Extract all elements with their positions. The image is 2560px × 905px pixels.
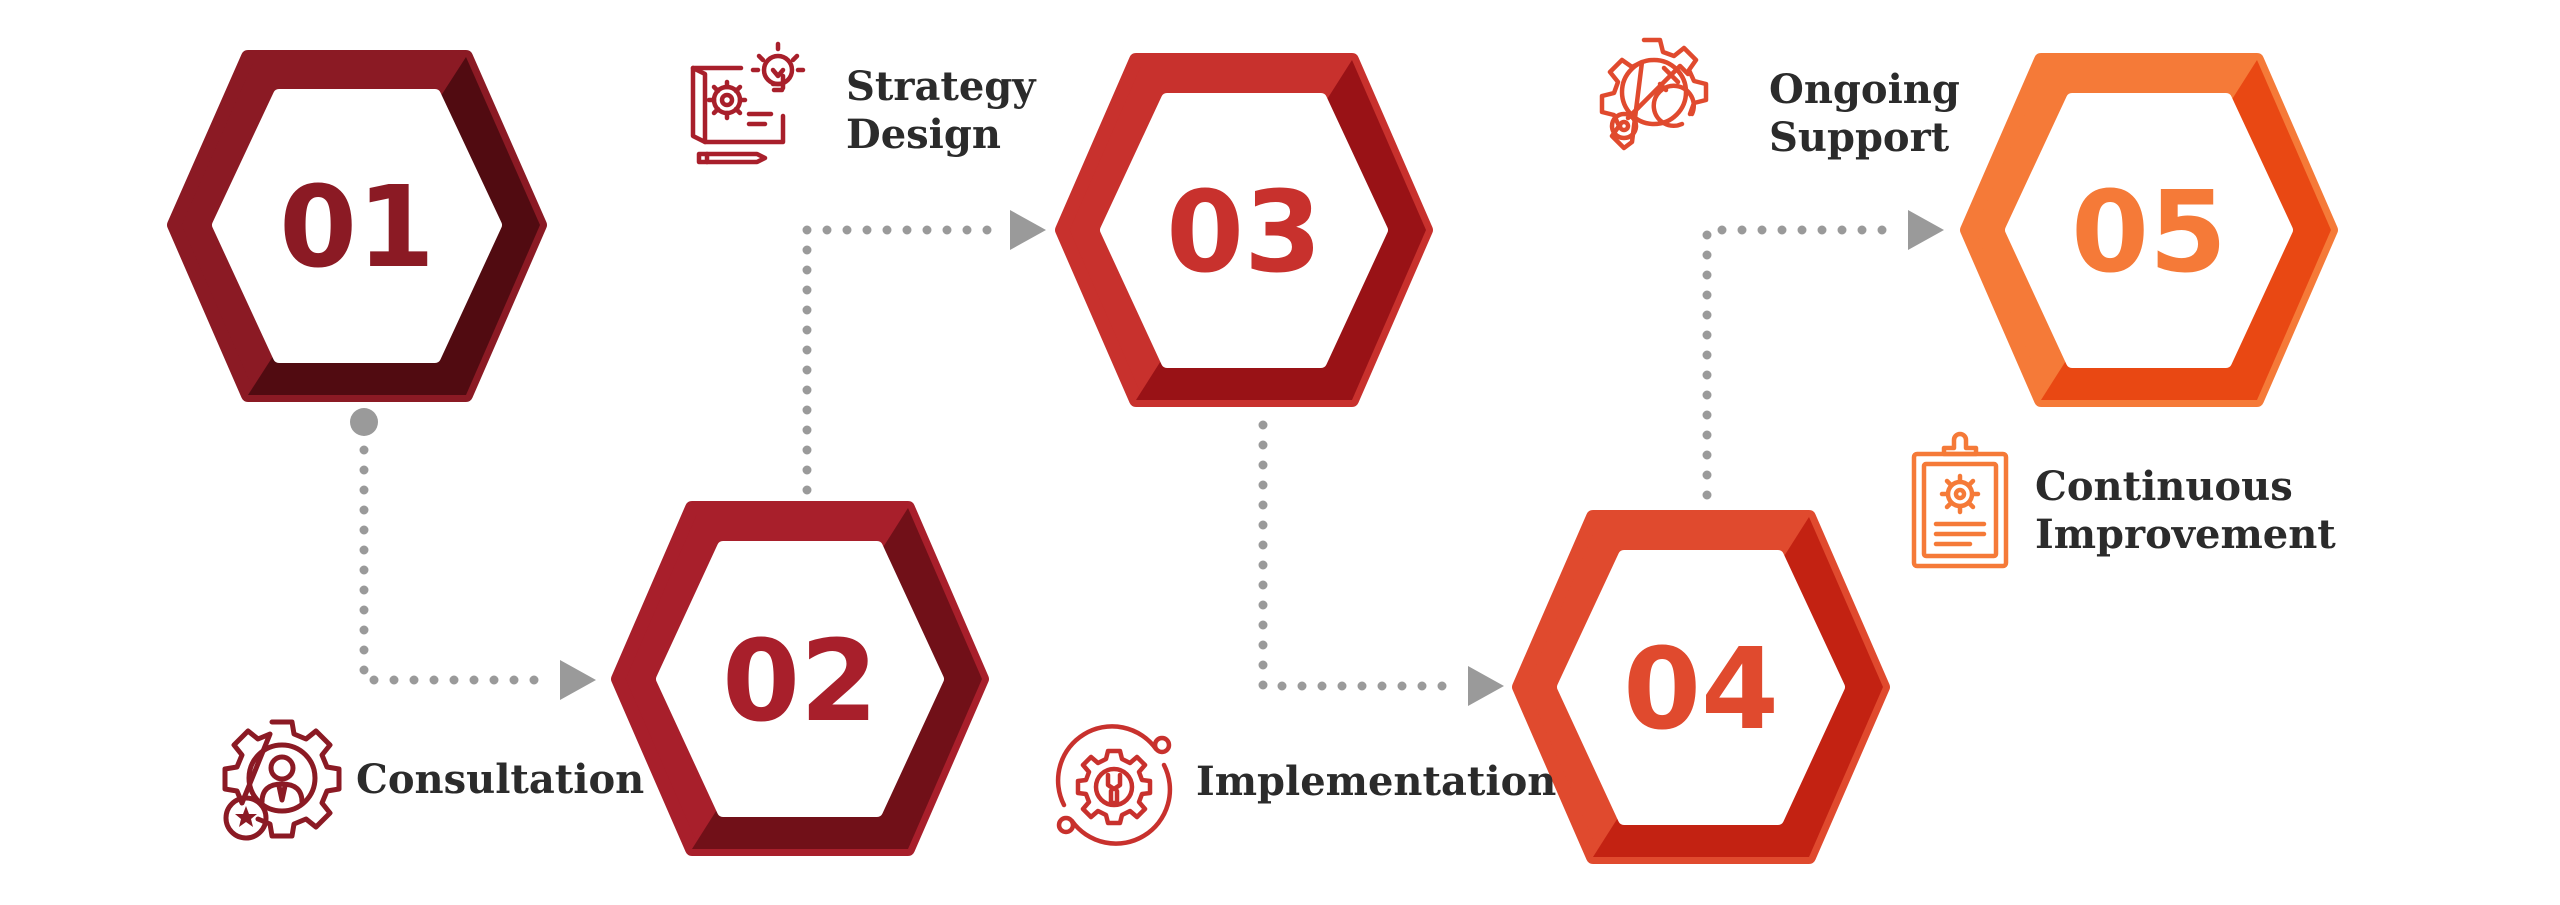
step-03-hexagon: 03 — [1055, 53, 1433, 407]
implementation-gear-wrench-icon — [1055, 724, 1173, 846]
step-02-hexagon: 02 — [611, 501, 989, 856]
step-01-hexagon: 01 — [167, 50, 547, 402]
connectors — [359, 225, 1905, 691]
hexagon-inner — [1100, 93, 1388, 368]
step-04-label-line1: Ongoing — [1769, 66, 1960, 113]
step-04-hexagon: 04 — [1512, 510, 1890, 864]
step-number: 05 — [2071, 168, 2227, 298]
step-05-hexagon: 05 — [1960, 53, 2338, 407]
step-04-label-line2: Support — [1769, 114, 1950, 161]
step-05-label-line2: Improvement — [2035, 511, 2336, 558]
hexagon-inner — [212, 89, 502, 363]
ongoing-support-gear-key-icon — [1599, 37, 1709, 151]
step-number: 01 — [279, 163, 435, 293]
connector-4-5 — [1702, 225, 1905, 500]
continuous-improvement-clipboard-icon — [1911, 431, 2009, 569]
hexagon-inner — [656, 541, 944, 817]
connector-start-dot — [350, 408, 378, 436]
step-03-label: Implementation — [1196, 758, 1556, 805]
arrow-head-to-02 — [560, 660, 596, 700]
arrow-head-to-03 — [1010, 210, 1046, 250]
step-number: 03 — [1166, 168, 1322, 298]
connector-2-3 — [802, 225, 1005, 495]
strategy-design-blueprint-icon — [690, 41, 806, 165]
connector-1-2 — [359, 425, 555, 685]
hexagon-inner — [1557, 550, 1845, 825]
consultation-gear-person-icon — [222, 719, 342, 841]
arrow-head-to-04 — [1468, 666, 1504, 706]
hexagon-inner — [2005, 93, 2293, 368]
step-number: 04 — [1623, 625, 1779, 755]
step-number: 02 — [722, 617, 878, 747]
connector-arrows — [560, 210, 1944, 706]
step-01-label: Consultation — [356, 756, 644, 803]
step-05-label-line1: Continuous — [2035, 463, 2293, 510]
connector-3-4 — [1258, 420, 1463, 691]
arrow-head-to-05 — [1908, 210, 1944, 250]
step-02-label-line1: Strategy — [846, 63, 1037, 110]
step-02-label-line2: Design — [846, 111, 1001, 158]
